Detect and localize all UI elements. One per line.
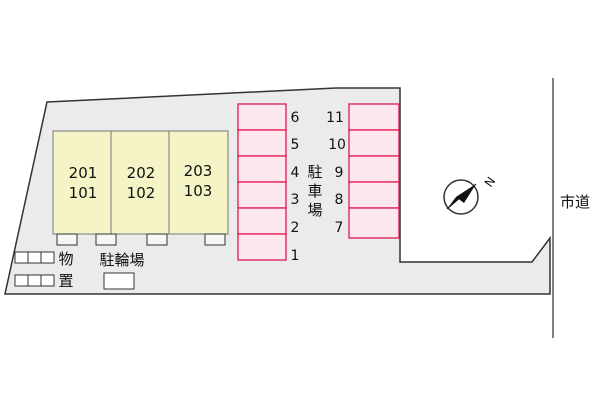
parking-space-1: [237, 233, 287, 261]
parking-space-5: [237, 129, 287, 157]
storage-label-char: 物: [58, 250, 73, 268]
bicycle-parking-label: 駐輪場: [99, 251, 144, 269]
parking-number: 5: [291, 137, 300, 153]
porch-2: [95, 233, 117, 246]
porch-3: [146, 233, 168, 246]
building-row: [52, 130, 229, 246]
parking-label-char: 駐: [307, 163, 322, 181]
parking-space-11: [348, 103, 400, 131]
parking-number: 4: [291, 165, 300, 181]
parking-space-7: [348, 207, 400, 239]
parking-space-2: [237, 207, 287, 235]
storage-units: [14, 251, 55, 287]
parking-number: 8: [335, 192, 344, 208]
parking-number: 3: [291, 192, 300, 208]
parking-column-right: [348, 103, 400, 239]
road-label: 市道: [560, 193, 590, 211]
compass-north-letter: N: [482, 174, 499, 189]
unit-number: 103: [184, 182, 213, 200]
parking-number: 1: [291, 248, 300, 264]
unit-number: 201: [69, 164, 98, 182]
parking-label-char: 場: [307, 201, 322, 219]
storage-label-char: 置: [58, 272, 73, 290]
parking-space-4: [237, 155, 287, 183]
parking-column-left: [237, 103, 287, 261]
building-unit-1: [52, 130, 112, 235]
parking-number: 2: [291, 220, 300, 236]
parking-space-3: [237, 181, 287, 209]
parking-label-char: 車: [307, 182, 322, 200]
unit-number: 202: [127, 164, 156, 182]
building-unit-2: [110, 130, 170, 235]
building-unit-3: [168, 130, 229, 235]
parking-number: 9: [335, 165, 344, 181]
parking-number: 7: [335, 220, 344, 236]
parking-space-6: [237, 103, 287, 131]
parking-number: 6: [291, 110, 300, 126]
unit-number: 101: [69, 184, 98, 202]
parking-number: 11: [326, 110, 344, 126]
unit-number: 102: [127, 184, 156, 202]
parking-space-8: [348, 181, 400, 209]
porch-4: [204, 233, 226, 246]
bicycle-parking-box: [103, 272, 135, 290]
parking-space-9: [348, 155, 400, 183]
parking-number: 10: [328, 137, 346, 153]
unit-number: 203: [184, 162, 213, 180]
porch-1: [56, 233, 78, 246]
parking-space-10: [348, 129, 400, 157]
compass-icon: [443, 179, 479, 215]
